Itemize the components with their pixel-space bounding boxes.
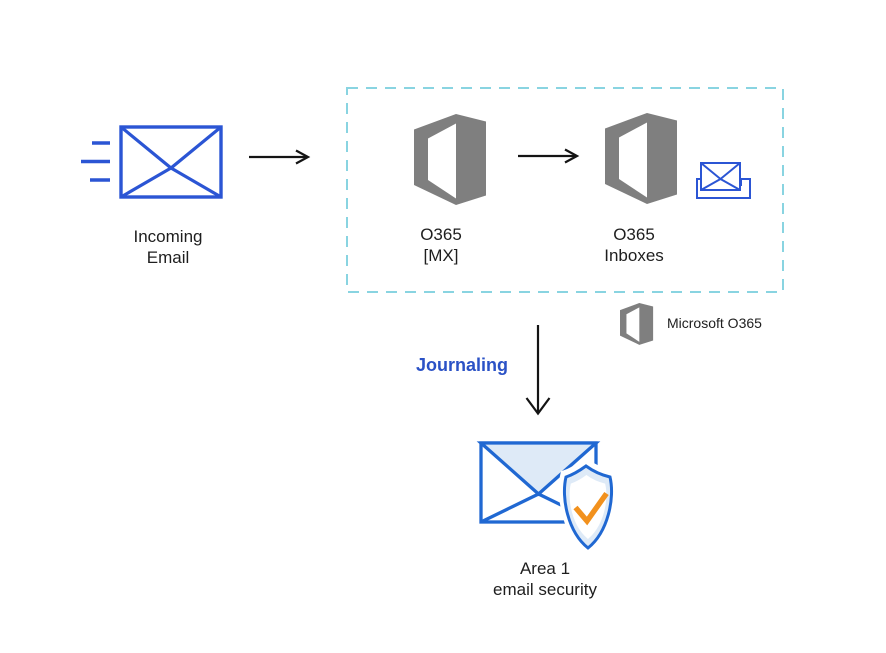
speed-lines-icon: [81, 141, 110, 182]
office365-inboxes-logo-icon: [605, 113, 677, 204]
inbox-tray-envelope-icon: [696, 162, 751, 199]
o365-boundary-dashed-box: [346, 87, 784, 293]
o365-mx-label-line2: [MX]: [423, 246, 459, 265]
arrow-right-icon: [249, 149, 311, 165]
incoming-email-label-line1: Incoming: [133, 227, 203, 246]
legend-office365-logo-icon: [620, 303, 654, 345]
arrow-down-icon: [525, 325, 551, 416]
journaling-label: Journaling: [415, 355, 509, 375]
checkmark-icon: [573, 491, 609, 526]
incoming-email-label-line2: Email: [146, 248, 190, 267]
area1-security-label-line2: email security: [493, 580, 597, 599]
legend-microsoft-o365-label: Microsoft O365: [667, 315, 762, 331]
area1-security-label: Area 1 email security: [493, 558, 597, 600]
o365-mx-label: O365 [MX]: [420, 224, 462, 266]
o365-inboxes-label-line2: Inboxes: [604, 246, 664, 265]
o365-inboxes-label: O365 Inboxes: [604, 224, 664, 266]
o365-mx-label-line1: O365: [420, 225, 462, 244]
incoming-email-label: Incoming Email: [134, 226, 203, 268]
incoming-email-envelope-icon: [119, 125, 223, 199]
office365-mx-logo-icon: [414, 114, 486, 205]
area1-security-label-line1: Area 1: [519, 559, 571, 578]
arrow-right-icon: [518, 148, 580, 164]
security-shield-icon: [562, 461, 615, 553]
o365-inboxes-label-line1: O365: [613, 225, 655, 244]
